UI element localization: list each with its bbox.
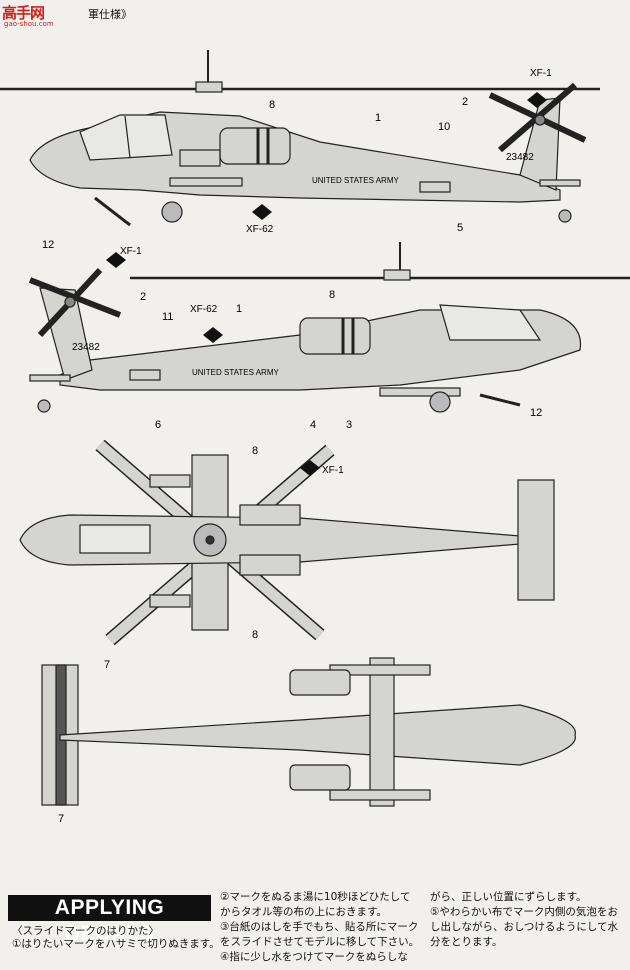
callout-8: 8 bbox=[269, 99, 275, 111]
site-url: gao-shou.com bbox=[4, 20, 54, 28]
tail-wheel bbox=[558, 209, 572, 223]
stub-wing bbox=[379, 387, 461, 397]
callout-1: 1 bbox=[375, 112, 381, 124]
callout-5: 5 bbox=[457, 222, 463, 234]
callout-8: 8 bbox=[329, 289, 335, 301]
engine-nacelle bbox=[299, 317, 371, 355]
step-1: ①はりたいマークをハサミで切りぬきます。 bbox=[12, 938, 220, 950]
stub-wing bbox=[169, 177, 243, 187]
chain-gun bbox=[479, 393, 521, 407]
serial-number: 23482 bbox=[506, 152, 534, 163]
callout-8-top: 8 bbox=[252, 445, 258, 457]
callout-8-bottom: 8 bbox=[252, 629, 258, 641]
army-marking: UNITED STATES ARMY bbox=[192, 368, 279, 377]
callout-6: 6 bbox=[155, 419, 161, 431]
paint-label-xf1: XF-1 bbox=[120, 246, 142, 257]
tail-wheel bbox=[37, 399, 51, 413]
canopy bbox=[79, 114, 173, 161]
paint-xf62-pointer bbox=[252, 204, 272, 220]
col3-line-1: がら、正しい位置にずらします。 bbox=[430, 891, 587, 903]
paint-label-xf62: XF-62 bbox=[246, 224, 274, 235]
callout-2: 2 bbox=[462, 96, 468, 108]
engine-nacelle bbox=[219, 127, 291, 165]
main-wheel bbox=[429, 391, 451, 413]
page-title-fragment: 軍仕様》 bbox=[88, 8, 132, 21]
fuselage bbox=[59, 704, 576, 766]
callout-11: 11 bbox=[162, 311, 173, 323]
main-wheel bbox=[161, 201, 183, 223]
callout-7-top: 7 bbox=[104, 659, 110, 671]
callout-4: 4 bbox=[310, 419, 316, 431]
side-view-left: XF-1 XF-62 2 8 1 10 5 12 23482 UNITED ST… bbox=[0, 50, 600, 251]
site-logo: 高手网 bbox=[2, 4, 45, 22]
top-view: XF-1 8 8 bbox=[19, 440, 555, 646]
step-3-line-2: をスライドさせてモデルに移して下さい。 bbox=[220, 936, 420, 948]
callout-12: 12 bbox=[42, 239, 54, 251]
step-3-line-1: ③台紙のはしを手でもち、貼る所にマーク bbox=[220, 921, 419, 933]
side-view-right: XF-1 XF-62 2 11 1 8 6 4 3 12 23482 UNITE… bbox=[28, 242, 630, 431]
callout-12: 12 bbox=[530, 407, 542, 419]
step-5-line-1: ⑤やわらかい布でマーク内側の気泡をお bbox=[430, 906, 618, 918]
paint-label-xf62: XF-62 bbox=[190, 304, 218, 315]
paint-label-xf1: XF-1 bbox=[530, 68, 552, 79]
step-2-line-1: ②マークをぬるま湯に10秒ほどひたして bbox=[220, 891, 411, 903]
stub-wing bbox=[369, 657, 395, 807]
step-4-line-1: ④指に少し水をつけてマークをぬらしな bbox=[220, 951, 408, 963]
step-2-line-2: からタオル等の布の上におきます。 bbox=[220, 906, 387, 918]
callout-3: 3 bbox=[346, 419, 352, 431]
horizontal-stabilizer bbox=[517, 479, 555, 601]
paint-label-xf1: XF-1 bbox=[322, 465, 344, 476]
callout-7-bottom: 7 bbox=[58, 813, 64, 825]
callout-1: 1 bbox=[236, 303, 242, 315]
chain-gun bbox=[94, 196, 131, 227]
callout-10: 10 bbox=[438, 121, 450, 133]
step-5-line-2: し出しながら、おしつけるようにして水 bbox=[430, 921, 619, 933]
bottom-view: 7 7 bbox=[41, 657, 576, 825]
step-5-line-3: 分をとります。 bbox=[430, 936, 503, 948]
decal-heading: APPLYING DECALS bbox=[8, 895, 211, 945]
slide-mark-title: 〈スライドマークのはりかた〉 bbox=[12, 925, 159, 937]
canopy bbox=[439, 304, 542, 341]
rotor-hub bbox=[195, 81, 223, 93]
serial-number: 23482 bbox=[72, 342, 100, 353]
callout-2: 2 bbox=[140, 291, 146, 303]
tail-fin bbox=[39, 287, 93, 381]
canopy bbox=[79, 524, 151, 554]
paint-xf1-pointer bbox=[527, 92, 547, 108]
army-marking: UNITED STATES ARMY bbox=[312, 176, 399, 185]
